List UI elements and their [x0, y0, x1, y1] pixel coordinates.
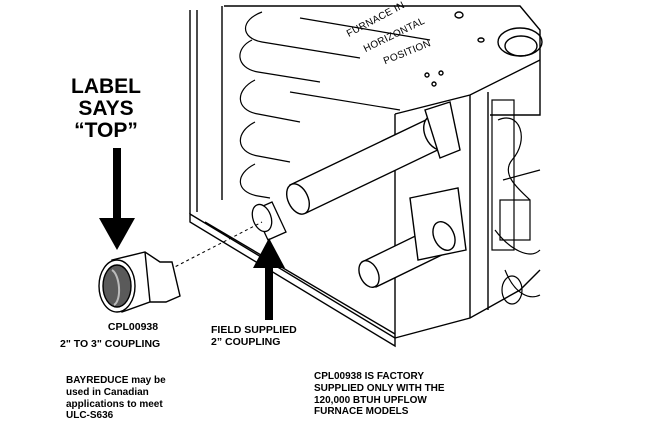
internal-components	[491, 99, 541, 305]
vent-pipe-lower	[358, 187, 467, 288]
cpl00938-coupling	[98, 251, 181, 313]
field-supplied-label: FIELD SUPPLIED 2” COUPLING	[211, 324, 297, 349]
callout-line2: SAYS	[78, 97, 134, 121]
callout-line1: LABEL	[71, 75, 141, 98]
field-line2: 2” COUPLING	[211, 335, 281, 348]
alignment-dashed-line	[164, 221, 263, 273]
field-line1: FIELD SUPPLIED	[211, 324, 297, 336]
factory-supplied-note: CPL00938 IS FACTORY SUPPLIED ONLY WITH T…	[314, 371, 445, 418]
label-says-top-callout: LABEL SAYS “TOP”	[66, 75, 146, 143]
note-right-line3: 120,000 BTUH UPFLOW	[314, 394, 427, 406]
furnace-cabinet	[189, 5, 543, 348]
note-left-line3: applications to meet	[66, 398, 163, 410]
bayreduce-note: BAYREDUCE may be used in Canadian applic…	[66, 375, 166, 422]
note-left-line1: BAYREDUCE may be	[66, 375, 166, 386]
arrow-up-icon	[253, 238, 285, 320]
note-right-line2: SUPPLIED ONLY WITH THE	[314, 382, 445, 394]
callout-line3: “TOP”	[74, 119, 138, 143]
note-right-line1: CPL00938 IS FACTORY	[314, 371, 425, 382]
note-left-line2: used in Canadian	[66, 386, 149, 398]
coupling-label: CPL00938	[78, 321, 188, 334]
field-coupling	[251, 201, 287, 241]
coupling-description: 2" TO 3" COUPLING	[60, 338, 161, 350]
arrow-down-icon	[99, 148, 135, 250]
coupling-part-number: CPL00938	[107, 321, 159, 333]
note-left-line4: ULC-S636	[66, 410, 114, 422]
vent-pipe-upper	[285, 101, 461, 215]
heat-exchanger-louvers	[239, 11, 431, 199]
note-right-line4: FURNACE MODELS	[314, 406, 409, 418]
